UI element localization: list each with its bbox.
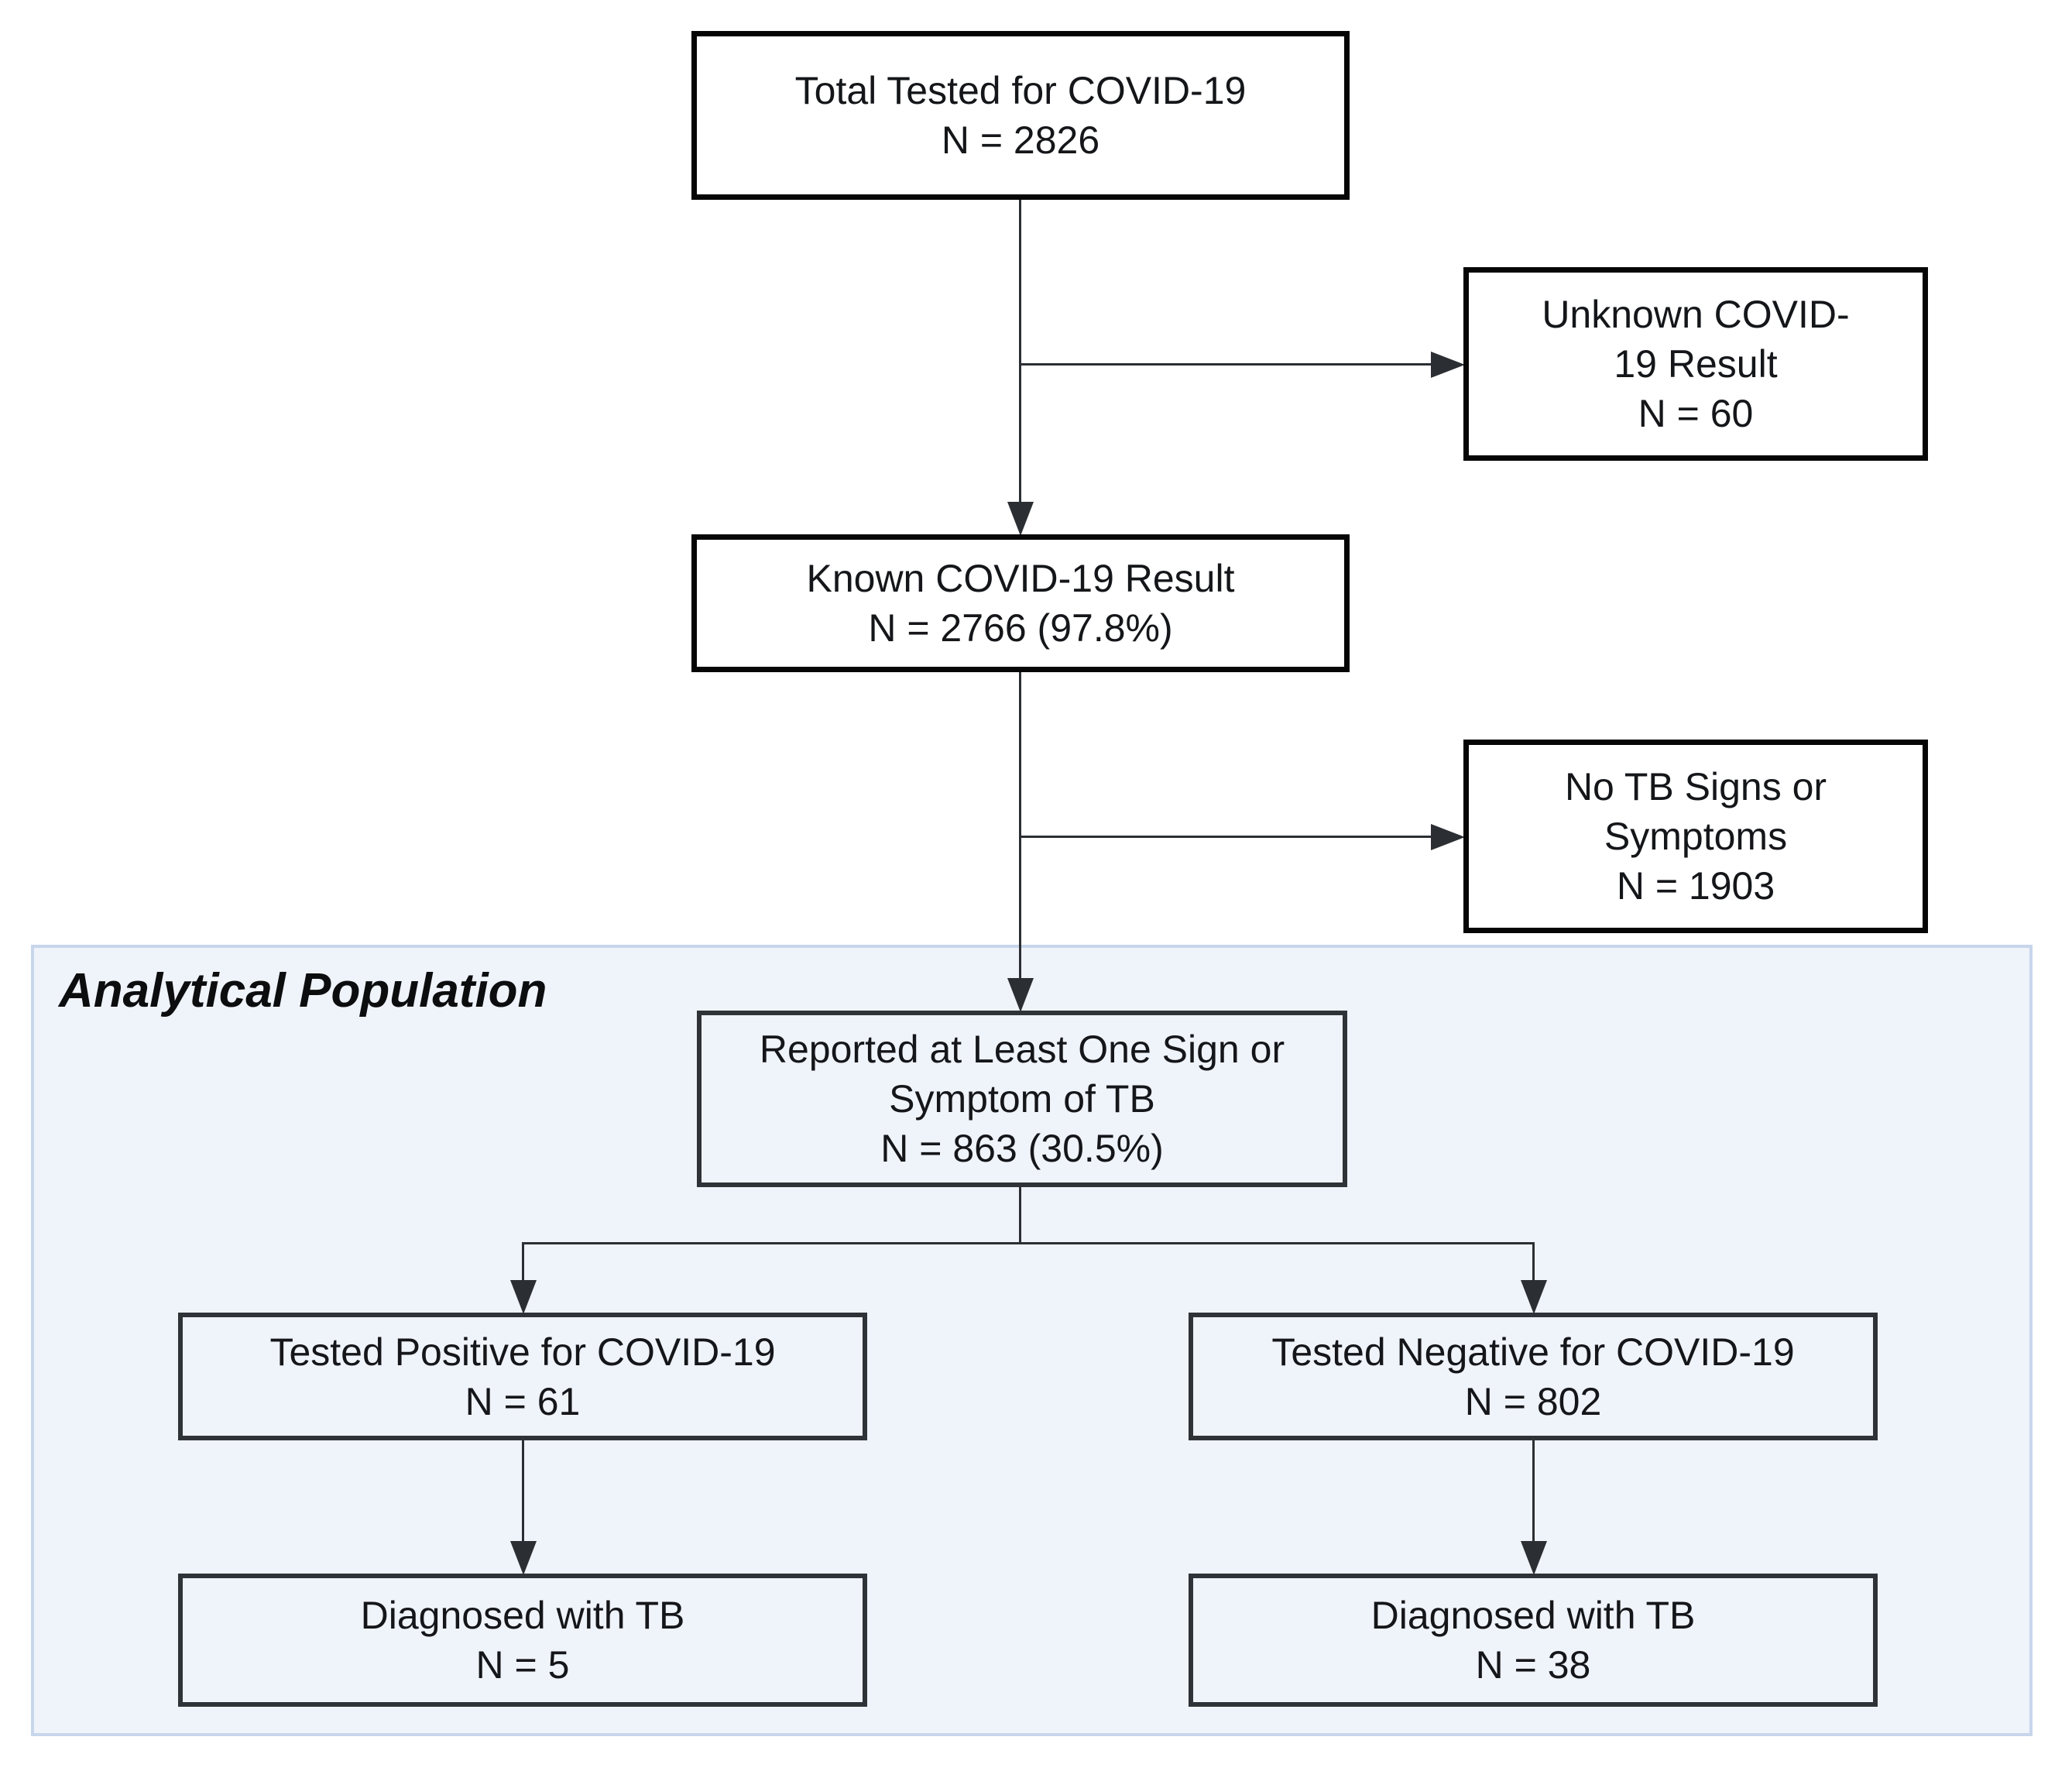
node-known-result-count: N = 2766 (97.8%) — [868, 606, 1173, 650]
node-no-tb-signs-count: N = 1903 — [1616, 864, 1775, 908]
arrowhead-into-reported-icon — [1007, 978, 1034, 1012]
arrowhead-into-no-tb-icon — [1431, 824, 1465, 850]
connector-reported-to-split — [1019, 1186, 1021, 1244]
connector-known-to-reported — [1019, 671, 1021, 980]
node-unknown-result: Unknown COVID-19 Result N = 60 — [1463, 267, 1928, 461]
node-unknown-result-count: N = 60 — [1638, 392, 1754, 435]
connector-total-to-known — [1019, 200, 1021, 505]
node-total-tested-count: N = 2826 — [941, 118, 1100, 162]
arrowhead-into-known-icon — [1007, 502, 1034, 536]
node-total-tested-label: Total Tested for COVID-19 — [794, 69, 1247, 112]
connector-positive-to-diagnosed — [522, 1439, 524, 1541]
node-diagnosed-tb-negative-count: N = 38 — [1475, 1643, 1591, 1687]
arrowhead-into-negative-icon — [1521, 1280, 1547, 1314]
connector-branch-to-no-tb — [1020, 836, 1432, 838]
node-known-result: Known COVID-19 Result N = 2766 (97.8%) — [691, 534, 1350, 672]
analytical-population-label: Analytical Population — [59, 964, 547, 1018]
arrowhead-into-diagnosed-positive-icon — [510, 1541, 537, 1575]
connector-branch-to-unknown — [1020, 363, 1432, 366]
node-reported-symptoms: Reported at Least One Sign or Symptom of… — [697, 1011, 1347, 1187]
node-tested-negative: Tested Negative for COVID-19 N = 802 — [1189, 1313, 1878, 1440]
node-tested-positive-count: N = 61 — [465, 1379, 581, 1423]
analytical-population-region — [31, 945, 2033, 1736]
node-no-tb-signs-label: No TB Signs or Symptoms — [1564, 765, 1827, 858]
node-tested-positive: Tested Positive for COVID-19 N = 61 — [178, 1313, 867, 1440]
node-total-tested: Total Tested for COVID-19 N = 2826 — [691, 31, 1350, 200]
node-reported-symptoms-label: Reported at Least One Sign or Symptom of… — [759, 1028, 1285, 1121]
arrowhead-into-positive-icon — [510, 1280, 537, 1314]
connector-negative-to-diagnosed — [1532, 1439, 1535, 1541]
node-unknown-result-label: Unknown COVID-19 Result — [1542, 293, 1850, 386]
connector-split-horizontal — [522, 1242, 1535, 1244]
node-reported-symptoms-count: N = 863 (30.5%) — [880, 1127, 1164, 1170]
node-diagnosed-tb-positive-count: N = 5 — [475, 1643, 570, 1687]
node-diagnosed-tb-positive: Diagnosed with TB N = 5 — [178, 1574, 867, 1707]
node-tested-positive-label: Tested Positive for COVID-19 — [269, 1330, 776, 1374]
node-tested-negative-label: Tested Negative for COVID-19 — [1271, 1330, 1795, 1374]
node-diagnosed-tb-positive-label: Diagnosed with TB — [360, 1594, 685, 1637]
arrowhead-into-unknown-icon — [1431, 352, 1465, 378]
arrowhead-into-diagnosed-negative-icon — [1521, 1541, 1547, 1575]
connector-split-to-negative — [1532, 1242, 1535, 1281]
node-no-tb-signs: No TB Signs or Symptoms N = 1903 — [1463, 740, 1928, 933]
node-diagnosed-tb-negative-label: Diagnosed with TB — [1370, 1594, 1696, 1637]
node-tested-negative-count: N = 802 — [1464, 1379, 1602, 1423]
node-known-result-label: Known COVID-19 Result — [806, 557, 1235, 600]
node-diagnosed-tb-negative: Diagnosed with TB N = 38 — [1189, 1574, 1878, 1707]
connector-split-to-positive — [522, 1242, 524, 1281]
